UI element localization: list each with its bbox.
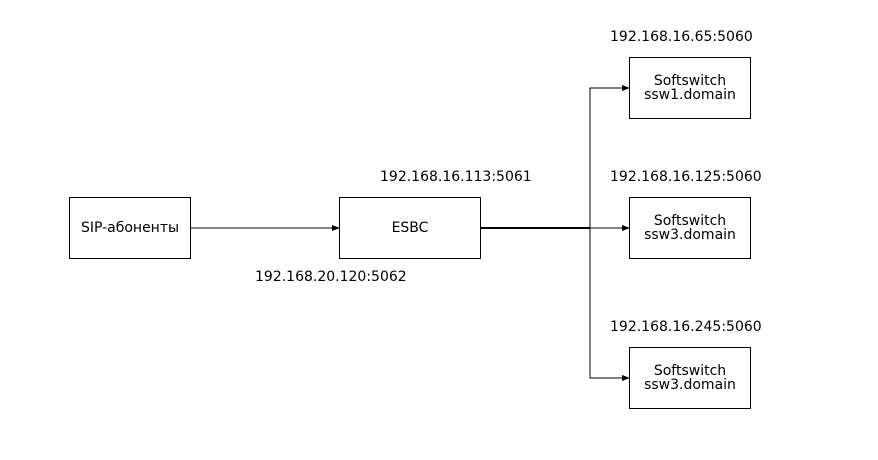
softswitch-3-title: Softswitch — [653, 363, 727, 379]
sip-subscribers-label: SIP-абоненты — [80, 220, 180, 236]
softswitch-2-title: Softswitch — [653, 213, 727, 229]
softswitch-2-node: Softswitch ssw3.domain — [629, 197, 751, 259]
softswitch-3-address: 192.168.16.245:5060 — [610, 319, 762, 335]
softswitch-3-node: Softswitch ssw3.domain — [629, 347, 751, 409]
branch-to-ssw3-arrow — [589, 228, 630, 381]
softswitch-1-title: Softswitch — [653, 73, 727, 89]
branch-to-ssw1-arrow — [589, 85, 630, 228]
esbc-sip-side-address: 192.168.20.120:5062 — [255, 269, 407, 285]
softswitch-3-domain: ssw3.domain — [644, 377, 736, 393]
softswitch-1-address: 192.168.16.65:5060 — [610, 29, 753, 45]
softswitch-2-address: 192.168.16.125:5060 — [610, 169, 762, 185]
sip-subscribers-node: SIP-абоненты — [69, 197, 191, 259]
esbc-core-side-address: 192.168.16.113:5061 — [380, 169, 532, 185]
softswitch-1-node: Softswitch ssw1.domain — [629, 57, 751, 119]
esbc-label: ESBC — [391, 220, 429, 236]
softswitch-1-domain: ssw1.domain — [644, 87, 736, 103]
softswitch-2-domain: ssw3.domain — [644, 227, 736, 243]
esbc-node: ESBC — [339, 197, 481, 259]
